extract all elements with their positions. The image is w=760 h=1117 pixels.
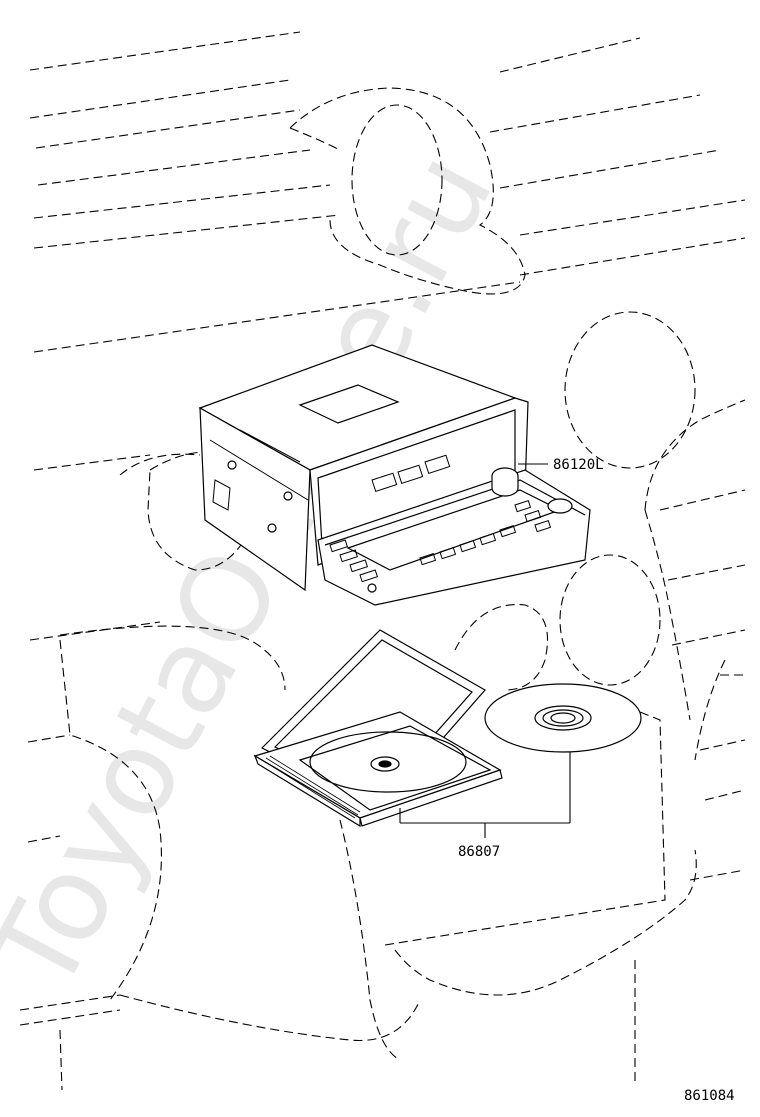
cd-case [253,629,503,828]
leader-line-86807 [399,752,571,838]
air-vent-outline [289,87,526,295]
dashboard-round-features [119,311,746,721]
center-console-outline [59,625,745,1061]
compact-disc [484,683,642,753]
part-label-86120L: 86120L [553,457,604,473]
diagram-id-label: 861084 [684,1088,735,1104]
part-label-86807: 86807 [458,844,500,860]
dashboard-context-lines [19,31,746,1091]
head-unit-86120L [198,344,591,606]
